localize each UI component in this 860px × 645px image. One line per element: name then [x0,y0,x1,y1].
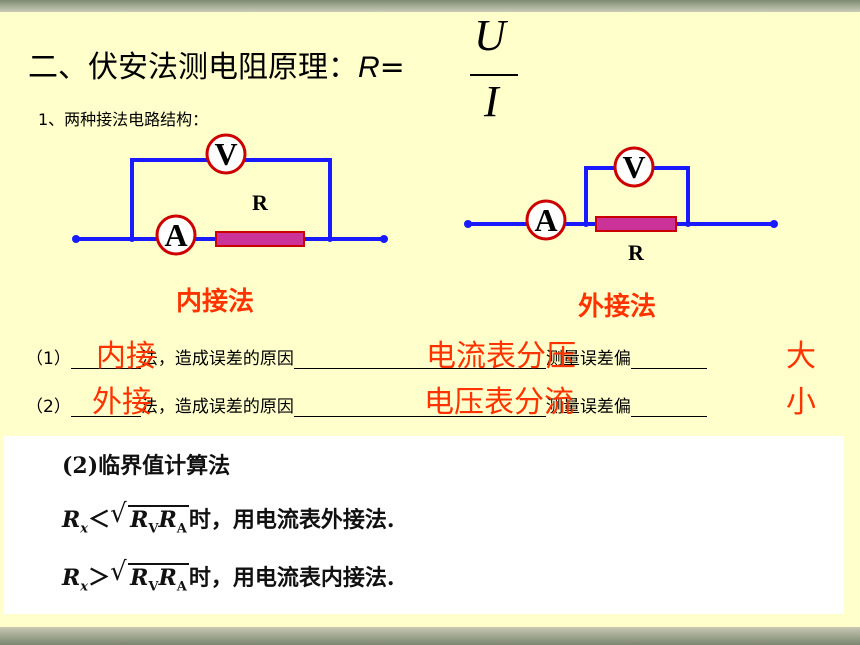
label-external: 外接法 [578,292,657,322]
ammeter-label-1: A [164,217,187,253]
criterion-line-2: Rx＞√RVRA时，用电流表内接法. [62,557,395,595]
terminal-dot [72,235,80,243]
critical-value-box: (2)临界值计算法 Rx＜√RVRA时，用电流表外接法. Rx＞√RVRA时，用… [4,436,844,614]
circuit-external [464,146,778,241]
formula-fraction: U I [466,10,524,126]
answer-2-reason: 电压表分流 [424,385,574,420]
subtitle: 1、两种接法电路结构： [38,110,209,129]
title-text: 二、伏安法测电阻原理： [28,50,358,85]
blank-2 [293,396,546,417]
ammeter-label-2: A [534,202,557,238]
label-internal: 内接法 [176,287,255,317]
blank-1 [70,348,141,369]
voltmeter-icon [613,146,655,188]
circuit-internal [72,133,388,256]
fraction-denominator: I [484,77,499,126]
fill-row-2: （2）法，造成误差的原因测量误差偏 [26,392,707,417]
top-border [0,0,860,12]
junction-dot [129,236,135,242]
junction-dot [327,236,333,242]
blank-3 [630,396,707,417]
fill-row-1: （1）法，造成误差的原因测量误差偏 [26,344,707,369]
blank-1 [70,396,141,417]
voltmeter-label-2: V [622,149,645,185]
title-equals: = [379,50,405,85]
junction-dot [685,221,691,227]
sqrt-icon: √RVRA [110,557,189,595]
terminal-dot [464,220,472,228]
answer-1-method: 内接 [96,339,156,374]
fraction-numerator: U [474,11,506,60]
resistor-icon [595,216,677,232]
answer-1-bias: 大 [786,339,816,374]
answer-1-reason: 电流表分压 [426,339,576,374]
ammeter-icon [155,214,197,256]
junction-dot [583,221,589,227]
ammeter-icon [525,199,567,241]
resistor-icon [215,231,305,247]
voltmeter-label-1: V [214,136,237,172]
bottom-border [0,627,860,645]
resistor-label-2: R [628,240,645,265]
blank-2 [293,348,546,369]
terminal-dot [770,220,778,228]
voltmeter-icon [205,133,247,175]
page-title: 二、伏安法测电阻原理：R= [28,42,405,86]
box-heading: (2)临界值计算法 [62,453,231,479]
sqrt-icon: √RVRA [110,499,189,537]
answer-2-bias: 小 [786,385,816,420]
resistor-label-1: R [252,190,269,215]
blank-3 [630,348,707,369]
terminal-dot [380,235,388,243]
criterion-line-1: Rx＜√RVRA时，用电流表外接法. [62,499,395,537]
circuit-diagrams: V A R V A R [72,133,778,265]
answer-2-method: 外接 [92,385,152,420]
title-r: R [358,51,380,84]
fraction-bar [470,74,518,76]
